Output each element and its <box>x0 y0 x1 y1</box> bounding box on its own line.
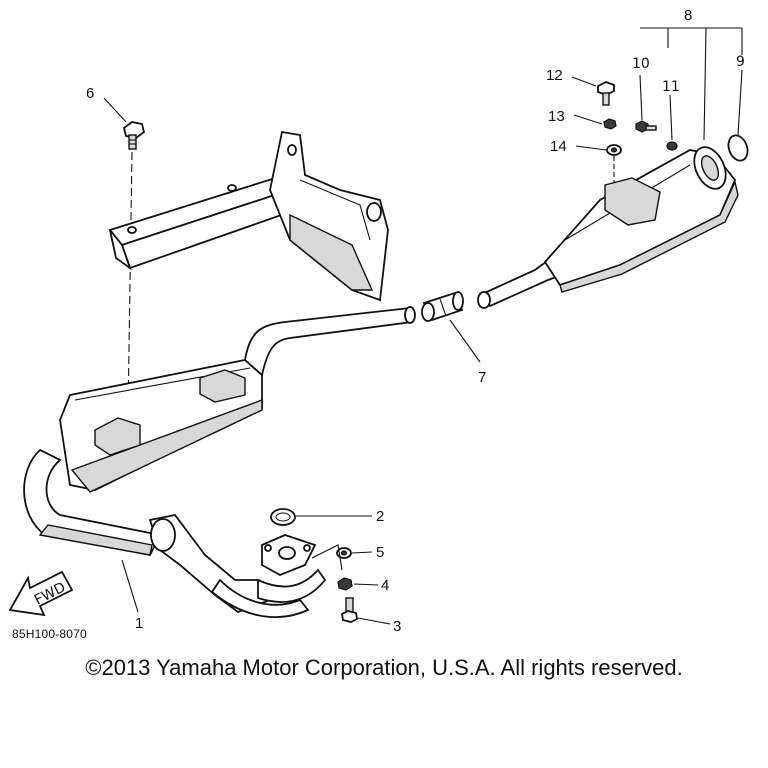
callout-2: 2 <box>376 508 384 525</box>
callout-7: 7 <box>478 369 486 386</box>
leader-6 <box>103 97 127 123</box>
callout-8: 8 <box>684 7 692 24</box>
stud-bolt-3[interactable] <box>341 597 358 623</box>
washer-11[interactable] <box>666 141 678 151</box>
callout-6: 6 <box>86 85 94 102</box>
nut-13[interactable] <box>603 118 617 130</box>
callout-10: 10 <box>632 56 650 72</box>
callout-1: 1 <box>135 615 143 632</box>
callout-14: 14 <box>550 138 567 155</box>
gasket-9[interactable] <box>725 133 751 164</box>
joint-7[interactable] <box>421 291 464 322</box>
leader-5-bracket <box>311 544 343 571</box>
leader-9 <box>737 69 743 136</box>
bolt-6[interactable] <box>122 121 146 150</box>
leader-12 <box>571 76 597 87</box>
washer-5[interactable] <box>336 547 352 559</box>
callout-5: 5 <box>376 544 384 561</box>
rear-muffler-8[interactable] <box>477 142 739 309</box>
bolt-12[interactable] <box>597 81 615 106</box>
screw-10[interactable] <box>635 120 657 133</box>
forward-arrow-icon: FWD <box>8 570 74 617</box>
leader-8 <box>640 27 743 141</box>
leader-1 <box>121 559 139 613</box>
callout-13: 13 <box>548 108 565 125</box>
leader-4 <box>353 583 379 586</box>
gasket-2[interactable] <box>270 508 296 526</box>
callout-9: 9 <box>736 54 745 70</box>
leader-7 <box>449 319 481 363</box>
exhaust-parts-diagram: 1 2 3 4 5 6 7 8 9 10 11 12 13 14 FWD <box>8 7 751 635</box>
nut-4[interactable] <box>337 577 353 591</box>
leader-13 <box>573 114 603 125</box>
exhaust-flange[interactable] <box>261 534 317 576</box>
copyright-notice: ©2013 Yamaha Motor Corporation, U.S.A. A… <box>85 655 683 680</box>
bracket[interactable] <box>108 130 389 302</box>
muffler-front-pipe[interactable] <box>23 306 416 618</box>
callout-3: 3 <box>393 618 401 635</box>
leader-10 <box>639 74 643 121</box>
leader-14 <box>575 145 607 151</box>
callout-12: 12 <box>546 67 563 84</box>
dash-line-bolt-6 <box>127 151 133 416</box>
washer-14[interactable] <box>606 144 622 156</box>
diagram-part-code: 85H100-8070 <box>12 627 87 641</box>
callout-4: 4 <box>381 577 389 594</box>
callout-11: 11 <box>662 79 680 95</box>
leader-11 <box>669 94 673 141</box>
leader-3 <box>357 617 391 625</box>
leader-5 <box>351 551 373 554</box>
